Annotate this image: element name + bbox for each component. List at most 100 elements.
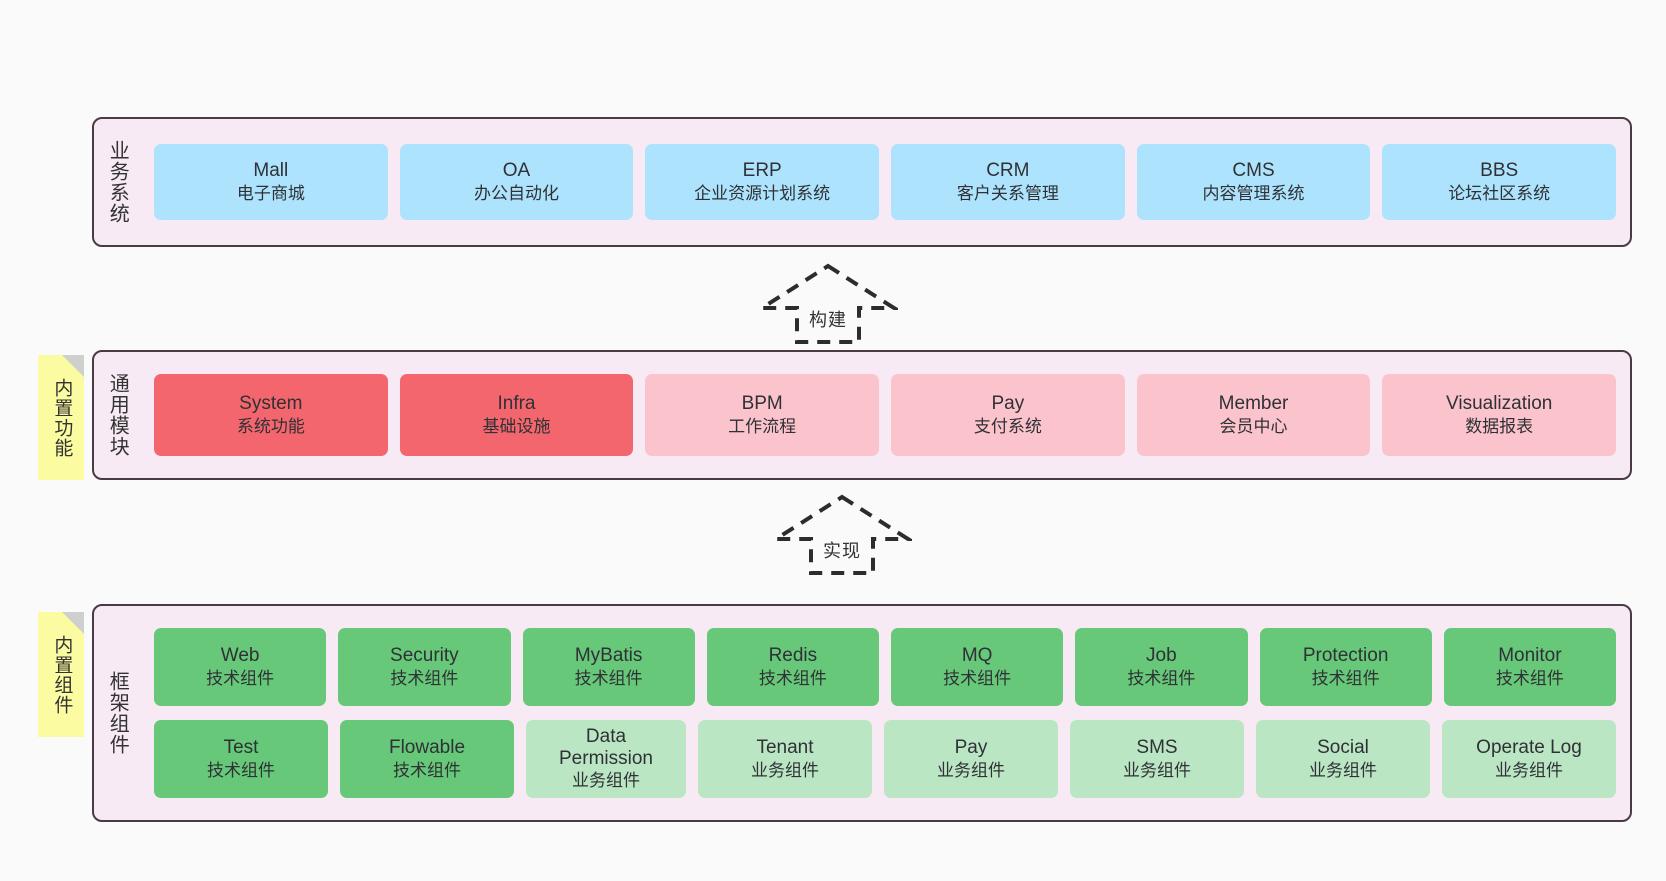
node-sms[interactable]: SMS 业务组件 — [1070, 720, 1244, 798]
node-bpm[interactable]: BPM 工作流程 — [645, 374, 880, 456]
node-title: Infra — [497, 393, 536, 415]
node-subtitle: 技术组件 — [390, 668, 459, 688]
node-infra[interactable]: Infra 基础设施 — [399, 374, 634, 456]
node-title: Job — [1146, 645, 1177, 667]
node-pay[interactable]: Pay 支付系统 — [891, 374, 1125, 456]
node-subtitle: 技术组件 — [206, 668, 275, 688]
node-title: Test — [223, 737, 259, 759]
node-title: Monitor — [1498, 645, 1562, 667]
node-title: Protection — [1302, 645, 1389, 667]
sticky-note-builtin-features: 内置功能 — [38, 355, 84, 480]
node-title: MyBatis — [574, 645, 643, 667]
node-title: CRM — [986, 160, 1030, 182]
node-subtitle: 技术组件 — [1311, 668, 1380, 688]
node-title: BPM — [741, 393, 783, 415]
sticky-note-builtin-components: 内置组件 — [38, 612, 84, 737]
layer-business-systems: 业务系统 Mall 电子商城 OA 办公自动化 ERP 企业资源计划系统 CRM… — [92, 117, 1632, 247]
node-cms[interactable]: CMS 内容管理系统 — [1136, 144, 1371, 220]
node-title: ERP — [742, 160, 782, 182]
node-title: Tenant — [756, 737, 814, 759]
node-mq[interactable]: MQ 技术组件 — [891, 628, 1064, 706]
node-title: Pay — [954, 737, 988, 759]
node-web[interactable]: Web 技术组件 — [154, 628, 327, 706]
layer-title-framework-components: 框架组件 — [106, 671, 129, 755]
node-title: Data Permission — [559, 725, 653, 769]
layer-framework-components: 框架组件 Web 技术组件 Security 技术组件 MyBatis 技术组件… — [92, 604, 1632, 822]
layer-body-framework-components: Web 技术组件 Security 技术组件 MyBatis 技术组件 Redi… — [140, 606, 1630, 820]
node-subtitle: 业务组件 — [572, 771, 640, 791]
node-subtitle: 技术组件 — [207, 760, 275, 780]
node-subtitle: 电子商城 — [236, 183, 305, 203]
implement-arrow: 实现 — [772, 493, 912, 577]
node-member[interactable]: Member 会员中心 — [1136, 374, 1371, 456]
framework-row-technical: Web 技术组件 Security 技术组件 MyBatis 技术组件 Redi… — [154, 628, 1616, 706]
node-title: Security — [390, 645, 459, 667]
node-subtitle: 业务组件 — [1123, 760, 1191, 780]
node-social[interactable]: Social 业务组件 — [1256, 720, 1430, 798]
build-arrow: 构建 — [758, 262, 898, 346]
node-flowable[interactable]: Flowable 技术组件 — [340, 720, 514, 798]
node-subtitle: 办公自动化 — [474, 183, 559, 203]
node-subtitle: 技术组件 — [758, 668, 827, 688]
folded-corner-icon — [62, 612, 84, 634]
node-subtitle: 业务组件 — [1495, 760, 1563, 780]
node-title: Redis — [768, 645, 818, 667]
node-subtitle: 内容管理系统 — [1202, 183, 1305, 203]
node-title: Pay — [991, 393, 1025, 415]
node-subtitle: 技术组件 — [574, 668, 643, 688]
node-subtitle: 论坛社区系统 — [1448, 183, 1551, 203]
node-subtitle: 数据报表 — [1465, 416, 1534, 436]
node-subtitle: 工作流程 — [728, 416, 797, 436]
node-title: Web — [220, 645, 260, 667]
node-crm[interactable]: CRM 客户关系管理 — [891, 144, 1125, 220]
node-visualization[interactable]: Visualization 数据报表 — [1382, 374, 1617, 456]
node-subtitle: 技术组件 — [943, 668, 1012, 688]
node-pay-business[interactable]: Pay 业务组件 — [884, 720, 1058, 798]
node-job[interactable]: Job 技术组件 — [1075, 628, 1248, 706]
node-oa[interactable]: OA 办公自动化 — [399, 144, 634, 220]
node-title: Social — [1317, 737, 1369, 759]
node-title: SMS — [1136, 737, 1178, 759]
node-subtitle: 系统功能 — [236, 416, 305, 436]
layer-body-common-modules: System 系统功能 Infra 基础设施 BPM 工作流程 Pay 支付系统… — [140, 352, 1630, 478]
node-title: OA — [502, 160, 531, 182]
node-tenant[interactable]: Tenant 业务组件 — [698, 720, 872, 798]
implement-arrow-shape — [772, 494, 912, 575]
node-title: CMS — [1232, 160, 1275, 182]
node-title: BBS — [1480, 160, 1519, 182]
layer-body-business-systems: Mall 电子商城 OA 办公自动化 ERP 企业资源计划系统 CRM 客户关系… — [140, 119, 1630, 245]
node-security[interactable]: Security 技术组件 — [338, 628, 511, 706]
layer-title-common-modules: 通用模块 — [106, 373, 129, 457]
node-data-permission[interactable]: Data Permission 业务组件 — [526, 720, 686, 798]
node-protection[interactable]: Protection 技术组件 — [1259, 628, 1432, 706]
node-title: MQ — [961, 645, 993, 667]
node-erp[interactable]: ERP 企业资源计划系统 — [645, 144, 880, 220]
node-operate-log[interactable]: Operate Log 业务组件 — [1442, 720, 1616, 798]
node-subtitle: 企业资源计划系统 — [694, 183, 831, 203]
node-test[interactable]: Test 技术组件 — [154, 720, 328, 798]
node-subtitle: 业务组件 — [1309, 760, 1377, 780]
node-system[interactable]: System 系统功能 — [154, 374, 388, 456]
node-monitor[interactable]: Monitor 技术组件 — [1443, 628, 1616, 706]
layer-title-business-systems: 业务系统 — [106, 140, 129, 224]
node-mall[interactable]: Mall 电子商城 — [154, 144, 388, 220]
node-title: Flowable — [388, 737, 466, 759]
node-redis[interactable]: Redis 技术组件 — [706, 628, 879, 706]
node-subtitle: 支付系统 — [973, 416, 1042, 436]
node-subtitle: 业务组件 — [937, 760, 1005, 780]
node-title: Visualization — [1446, 393, 1553, 415]
node-title: Member — [1218, 393, 1289, 415]
node-mybatis[interactable]: MyBatis 技术组件 — [522, 628, 695, 706]
sticky-note-label: 内置组件 — [51, 634, 73, 715]
folded-corner-icon — [62, 355, 84, 377]
node-title: Operate Log — [1476, 737, 1582, 759]
node-subtitle: 客户关系管理 — [956, 183, 1059, 203]
node-subtitle: 业务组件 — [751, 760, 819, 780]
framework-row-business: Test 技术组件 Flowable 技术组件 Data Permission … — [154, 720, 1616, 798]
node-subtitle: 技术组件 — [1127, 668, 1196, 688]
node-subtitle: 技术组件 — [1495, 668, 1564, 688]
node-bbs[interactable]: BBS 论坛社区系统 — [1382, 144, 1617, 220]
node-subtitle: 会员中心 — [1219, 416, 1288, 436]
node-subtitle: 技术组件 — [393, 760, 461, 780]
